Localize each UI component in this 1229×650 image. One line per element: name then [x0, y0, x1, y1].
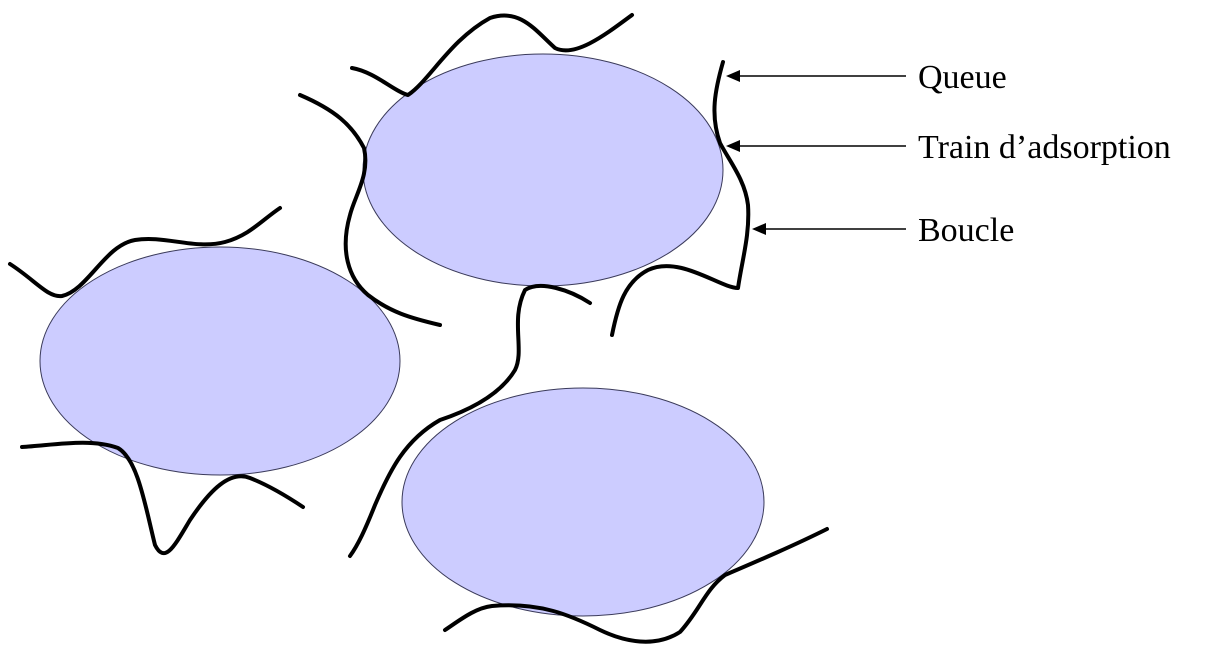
polymer-chain-left-upper: [8, 206, 282, 299]
polymer-chain-top-upper: [350, 13, 634, 97]
polymer-chain-top-left: [298, 93, 442, 327]
particle-bottom: [401, 387, 765, 617]
label-train: Train d’adsorption: [918, 129, 1171, 166]
label-tail: Queue: [918, 59, 1007, 96]
polymer-chain-top-right: [610, 60, 751, 337]
tail-arrow-head: [726, 70, 740, 82]
particle-left: [39, 246, 401, 476]
loop-arrow-head: [752, 223, 766, 235]
label-loop: Boucle: [918, 212, 1014, 249]
polymer-chain-bridge: [348, 284, 592, 558]
polymer-chain-bottom: [443, 527, 829, 644]
polymer-chain-left-lower: [20, 440, 305, 555]
train-arrow-head: [726, 140, 740, 152]
